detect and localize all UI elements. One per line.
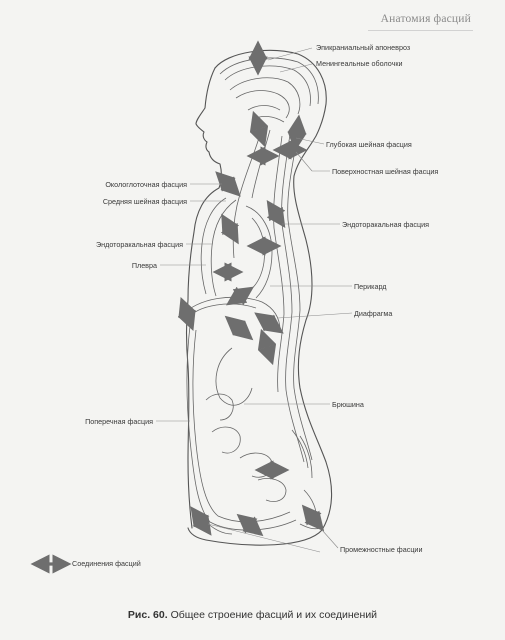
label-superficial-cervical-fascia: Поверхностная шейная фасция (332, 167, 439, 176)
label-perineal-fasciae: Промежностные фасции (340, 545, 423, 554)
label-deep-cervical-fascia: Глубокая шейная фасция (326, 140, 412, 149)
leader-lines (156, 47, 353, 553)
label-diaphragm: Диафрагма (354, 309, 393, 318)
label-endothoracic-fascia-right: Эндоторакальная фасция (342, 220, 429, 229)
caption-number: Рис. 60. (127, 609, 168, 621)
label-meninges: Менингеальные оболочки (316, 59, 403, 68)
page-header: Анатомия фасций (380, 13, 471, 25)
label-pericardium: Перикард (354, 282, 387, 291)
label-peritoneum: Брюшина (332, 400, 364, 409)
label-epicranial-aponeurosis: Эпикраниальный апоневроз (316, 43, 411, 52)
legend-label: Соединения фасций (72, 559, 141, 568)
label-endothoracic-fascia-left: Эндоторакальная фасция (96, 240, 183, 249)
header-rule (368, 30, 473, 31)
label-perithyroid-fascia: Окологлоточная фасция (105, 180, 187, 189)
label-middle-cervical-fascia: Средняя шейная фасция (102, 197, 187, 206)
caption-text: Общее строение фасций и их соединений (167, 609, 378, 621)
connection-arrows (177, 40, 325, 537)
label-transverse-fascia: Поперечная фасция (85, 417, 153, 426)
label-pleura: Плевра (131, 261, 157, 270)
body-silhouette (185, 49, 333, 546)
figure-caption: Рис. 60. Общее строение фасций и их соед… (0, 609, 505, 621)
fascia-layers (181, 57, 321, 535)
